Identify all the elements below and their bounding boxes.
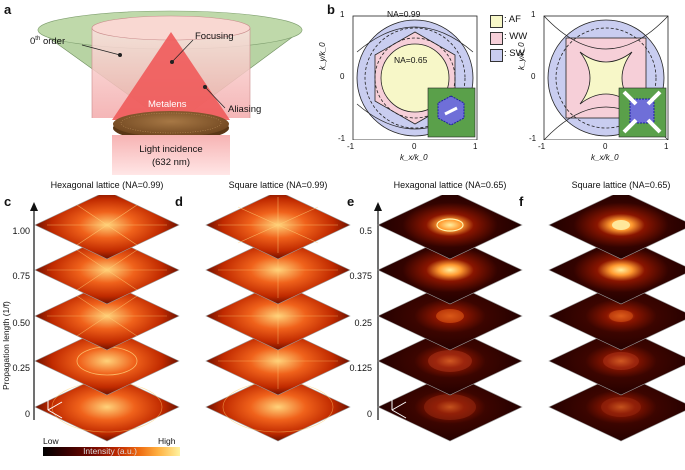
xy-axes-icon-left: [47, 395, 63, 419]
left-ytick-mid: 0: [340, 72, 345, 81]
right-xtick-left: -1: [538, 142, 546, 151]
light-incidence-beam: [112, 135, 230, 175]
panel-label-b: b: [327, 2, 335, 17]
kspace-hexagonal: [352, 15, 478, 140]
stack-square-099: [205, 195, 351, 442]
right-axis-tick-0: 0: [366, 409, 372, 419]
na-low-label: NA=0.65: [394, 55, 428, 65]
legend-ww-label: : WW: [504, 31, 528, 42]
metalens-label: Metalens: [148, 99, 187, 110]
legend-af-label: : AF: [504, 14, 521, 25]
legend-af-swatch: [490, 15, 503, 28]
colorbar-intensity-label: Intensity (a.u.): [83, 446, 137, 456]
xy-axes-icon-right: [391, 395, 407, 419]
left-ytick-top: 1: [340, 10, 345, 19]
right-ytick-bot: -1: [529, 134, 537, 143]
wavelength-label: (632 nm): [151, 157, 190, 168]
right-ylabel: k_y/k_0: [517, 42, 526, 70]
stack-hex-065: [377, 195, 523, 442]
left-ylabel: k_y/k_0: [318, 42, 327, 70]
left-axis-tick-025: 0.25: [12, 363, 30, 373]
right-xlabel: k_x/k_0: [591, 153, 619, 162]
right-xtick-right: 1: [664, 142, 669, 151]
left-xtick-left: -1: [347, 142, 355, 151]
column-title-hex-065: Hexagonal lattice (NA=0.65): [393, 180, 507, 190]
column-title-hex-099: Hexagonal lattice (NA=0.99): [50, 180, 164, 190]
metalens-disk: [113, 111, 229, 137]
focusing-cone: [112, 32, 230, 120]
legend-sw-swatch: [490, 49, 503, 62]
left-xlabel: k_x/k_0: [400, 153, 428, 162]
stack-hex-099: [34, 195, 180, 442]
legend-ww-swatch: [490, 32, 503, 45]
left-axis-tick-050: 0.50: [12, 318, 30, 328]
metalens-illustration: [37, 10, 303, 175]
right-axis-tick-0125: 0.125: [349, 363, 372, 373]
kspace-square: [543, 15, 669, 140]
left-ytick-bot: -1: [338, 134, 346, 143]
aliasing-label: Aliasing: [228, 104, 262, 115]
right-xtick-mid: 0: [603, 142, 608, 151]
panel-label-a: a: [4, 2, 12, 17]
propagation-axis-right: [374, 202, 382, 420]
focusing-label: Focusing: [195, 31, 234, 42]
left-axis-tick-100: 1.00: [12, 226, 30, 236]
zeroth-order-label: 0th order: [30, 36, 66, 48]
left-xtick-right: 1: [473, 142, 478, 151]
panel-label-f: f: [519, 194, 524, 209]
intensity-stacks: [34, 195, 685, 442]
colorbar-low-label: Low: [43, 436, 59, 446]
right-axis-tick-05: 0.5: [359, 226, 372, 236]
stack-square-065: [548, 195, 685, 442]
column-title-square-065: Square lattice (NA=0.65): [571, 180, 671, 190]
na-high-label: NA=0.99: [387, 9, 421, 19]
propagation-axis-left: [30, 202, 38, 420]
panel-label-d: d: [175, 194, 183, 209]
right-ytick-mid: 0: [531, 72, 536, 81]
legend-sw-label: : SW: [504, 48, 525, 59]
right-axis-tick-025: 0.25: [354, 318, 372, 328]
left-axis-tick-075: 0.75: [12, 271, 30, 281]
right-axis-tick-0375: 0.375: [349, 271, 372, 281]
panel-label-c: c: [4, 194, 12, 209]
column-title-square-099: Square lattice (NA=0.99): [228, 180, 328, 190]
right-ytick-top: 1: [531, 10, 536, 19]
panel-label-e: e: [347, 194, 355, 209]
colorbar-high-label: High: [158, 436, 176, 446]
left-xtick-mid: 0: [412, 142, 417, 151]
intensity-colorbar: [43, 447, 180, 456]
left-axis-tick-0: 0: [24, 409, 30, 419]
light-incidence-label: Light incidence: [139, 144, 203, 155]
